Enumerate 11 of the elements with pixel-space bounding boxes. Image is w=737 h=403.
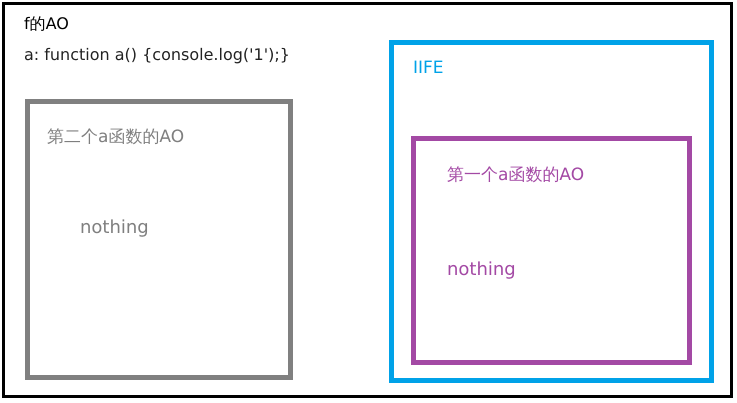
node-text: a: function a() {console.log('1');} [24, 45, 290, 64]
node-heading: 第一个a函数的AO [447, 164, 584, 186]
node-heading: IIFE [413, 58, 444, 78]
node-heading: 第二个a函数的AO [47, 126, 184, 148]
node-text: nothing [80, 217, 149, 238]
scope-box [411, 136, 692, 365]
node-heading: f的AO [24, 14, 69, 35]
frame-box [2, 2, 733, 398]
scope-box [389, 40, 714, 383]
node-text: nothing [447, 259, 516, 280]
scope-box [25, 99, 293, 380]
